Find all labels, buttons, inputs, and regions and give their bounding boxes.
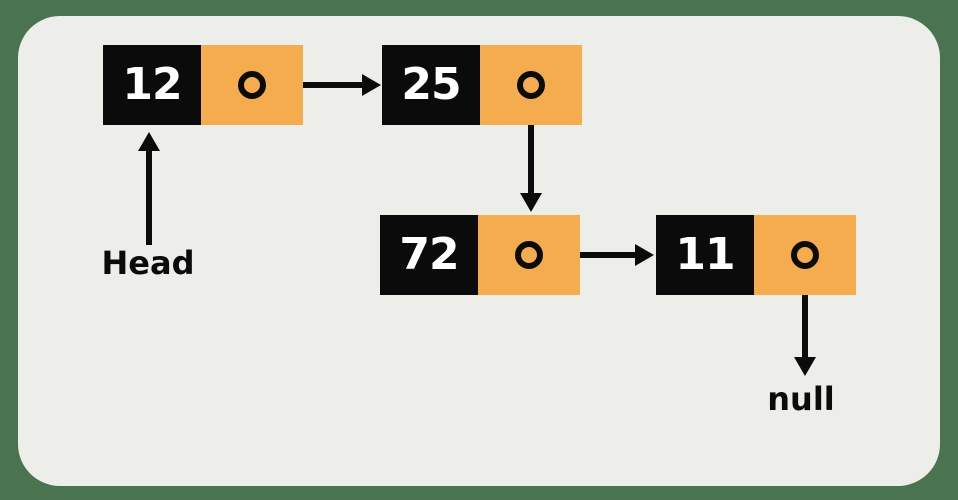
pointer-circle-icon	[515, 241, 543, 269]
node-value: 12	[122, 59, 182, 110]
node-pointer-cell	[478, 215, 580, 295]
node-pointer-cell	[754, 215, 856, 295]
node-value: 11	[675, 229, 735, 280]
node-value: 72	[399, 229, 459, 280]
node-value-cell: 12	[103, 45, 201, 125]
node-value-cell: 11	[656, 215, 754, 295]
head-label: Head	[101, 244, 195, 282]
null-label: null	[767, 380, 835, 418]
pointer-circle-icon	[238, 71, 266, 99]
list-node: 25	[382, 45, 582, 125]
list-node: 72	[380, 215, 580, 295]
node-value-cell: 72	[380, 215, 478, 295]
node-pointer-cell	[480, 45, 582, 125]
pointer-circle-icon	[791, 241, 819, 269]
list-node: 12	[103, 45, 303, 125]
node-value-cell: 25	[382, 45, 480, 125]
node-value: 25	[401, 59, 461, 110]
list-node: 11	[656, 215, 856, 295]
node-pointer-cell	[201, 45, 303, 125]
pointer-circle-icon	[517, 71, 545, 99]
